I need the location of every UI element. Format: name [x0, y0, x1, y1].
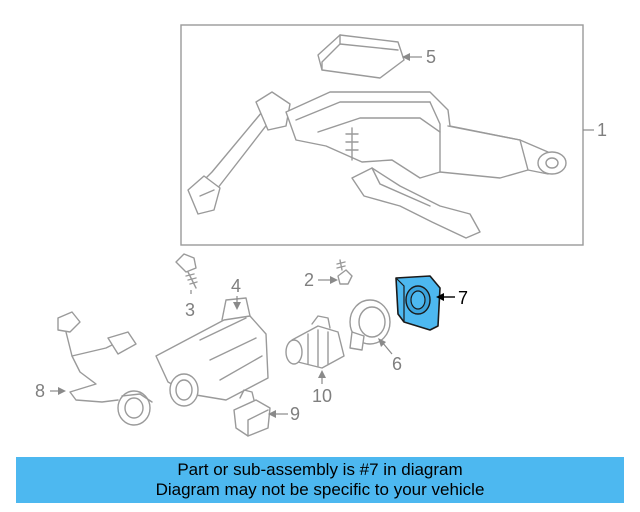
callout-10: 10 — [312, 370, 332, 406]
part-1-steering-column — [187, 91, 567, 239]
callout-6: 6 — [378, 338, 402, 374]
callout-5: 5 — [402, 47, 436, 67]
svg-text:2: 2 — [304, 270, 314, 290]
part-7-bracket — [395, 275, 441, 331]
callout-9: 9 — [268, 404, 300, 424]
callout-4: 4 — [231, 276, 241, 310]
svg-text:1: 1 — [597, 120, 607, 140]
svg-text:8: 8 — [35, 381, 45, 401]
assembly-frame — [180, 24, 584, 246]
part-2-screw — [336, 259, 353, 285]
svg-text:3: 3 — [185, 300, 195, 320]
svg-text:6: 6 — [392, 354, 402, 374]
part-10-cylinder — [285, 315, 345, 369]
part-info-banner: Part or sub-assembly is #7 in diagram Di… — [16, 457, 624, 503]
svg-text:7: 7 — [458, 288, 468, 308]
svg-text:4: 4 — [231, 276, 241, 296]
callout-2: 2 — [304, 270, 338, 290]
banner-part-line: Part or sub-assembly is #7 in diagram — [177, 460, 463, 479]
part-6-ring — [349, 299, 391, 351]
svg-text:10: 10 — [312, 386, 332, 406]
callout-8: 8 — [35, 381, 66, 401]
svg-text:9: 9 — [290, 404, 300, 424]
part-8-harness — [57, 311, 153, 426]
part-5-module — [317, 34, 405, 79]
callout-3: 3 — [185, 290, 195, 320]
part-4-lock-housing — [155, 297, 269, 407]
svg-text:5: 5 — [426, 47, 436, 67]
part-3-bolt — [175, 253, 198, 289]
banner-disclaimer-line: Diagram may not be specific to your vehi… — [155, 480, 485, 499]
callout-1: 1 — [583, 120, 607, 140]
callout-7: 7 — [436, 288, 468, 308]
part-9-switch — [233, 389, 271, 437]
